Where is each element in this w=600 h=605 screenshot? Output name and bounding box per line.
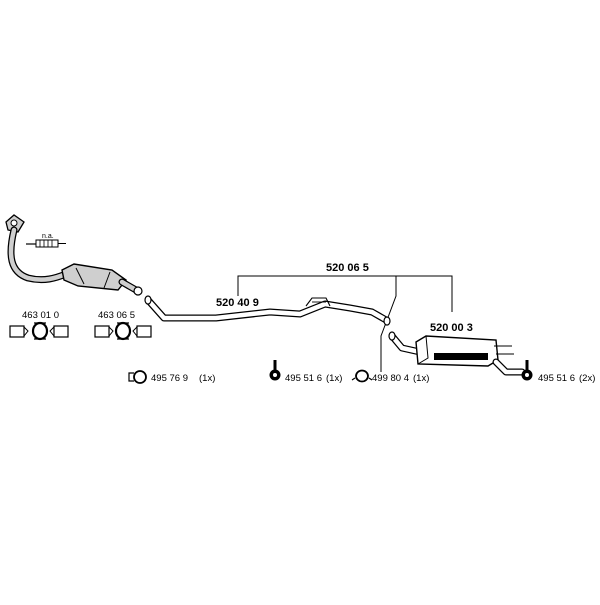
rear-silencer-part-number: 520 00 3 [430,322,473,334]
clamp-kit-2-number: 463 06 5 [98,310,135,321]
assembly-part-number: 520 06 5 [326,262,369,274]
accessory-4-qty: (2x) [579,373,595,384]
accessory-1-number: 495 76 9 [151,373,188,384]
assembly-bracket [237,275,453,372]
accessory-seal-ring[interactable]: 499 80 4 (1x) [351,369,429,385]
accessory-rubber-hanger[interactable]: 495 51 6 (1x) [269,360,343,384]
lambda-sensor: n.a. [26,233,66,248]
accessory-3-number: 499 80 4 [372,373,409,384]
accessory-2-qty: (1x) [326,373,342,384]
front-pipe-catalytic-converter[interactable] [5,214,143,296]
accessory-clamp[interactable]: 495 76 9 (1x) [128,370,215,384]
accessory-rubber-hanger-2[interactable]: 495 51 6 (2x) [521,360,596,384]
rear-silencer[interactable] [388,331,526,376]
clamp-kit-1-number: 463 01 0 [22,310,59,321]
accessory-1-qty: (1x) [199,373,215,384]
clamp-kit-1[interactable]: 463 01 0 [9,310,69,341]
clamp-kit-2[interactable]: 463 06 5 [94,310,152,341]
middle-pipe[interactable] [144,295,391,326]
accessory-4-number: 495 51 6 [538,373,575,384]
middle-pipe-part-number: 520 40 9 [216,297,259,309]
accessory-3-qty: (1x) [413,373,429,384]
na-label: n.a. [42,233,54,240]
accessory-2-number: 495 51 6 [285,373,322,384]
